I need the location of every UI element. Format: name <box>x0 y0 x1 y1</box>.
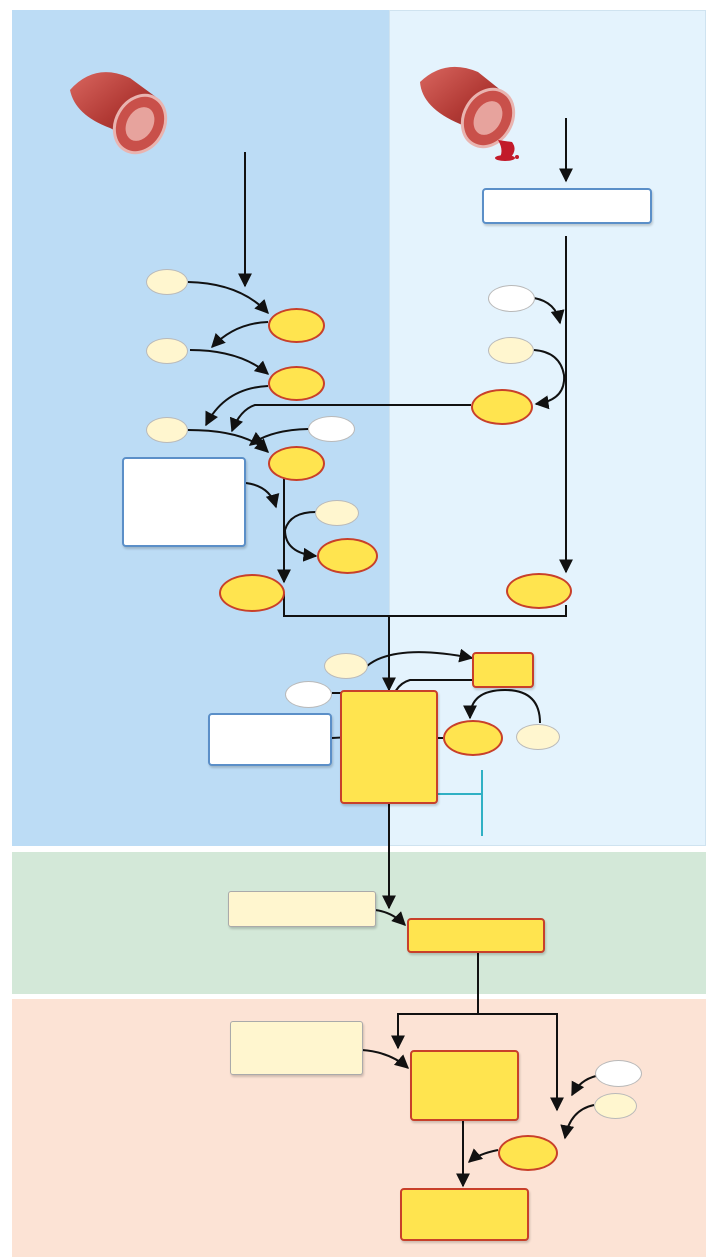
fibrinogen-box <box>230 1021 363 1075</box>
thrombin-box <box>407 918 545 953</box>
extrinsic-final-factor <box>506 573 572 609</box>
intrinsic-cofactor-2 <box>146 338 188 364</box>
intrinsic-final-factor <box>219 574 285 612</box>
intrinsic-factor-3 <box>268 446 325 481</box>
intrinsic-white-cofactor <box>308 416 355 442</box>
prothrombinase-white-cofactor <box>285 681 332 708</box>
extrinsic-trigger-box <box>482 188 652 224</box>
intrinsic-cofactor-4 <box>315 500 359 526</box>
intrinsic-factor-4 <box>317 538 378 574</box>
intrinsic-note-box <box>122 457 246 547</box>
light-cofactor-to-main <box>533 349 566 410</box>
extrinsic-factor-complex <box>471 389 533 425</box>
crosslinking-factor <box>498 1135 558 1171</box>
white-cofactor-to-main <box>533 297 565 325</box>
prothrombinase-cofactor <box>324 653 368 679</box>
fibrin-box <box>410 1050 519 1121</box>
fibrin-white-cofactor <box>595 1060 642 1087</box>
prothrombinase-complex <box>340 690 438 804</box>
activated-cofactor-box <box>472 652 534 688</box>
intact-vessel-image <box>70 72 168 155</box>
feedback-cofactor <box>516 724 560 750</box>
prothrombinase-note-box <box>208 713 332 766</box>
intrinsic-cofactor-1 <box>146 269 188 295</box>
damaged-vessel-image <box>420 66 519 161</box>
intrinsic-factor-1 <box>268 308 325 343</box>
extrinsic-pathway-panel <box>389 10 706 846</box>
fibrin-cofactor <box>594 1093 637 1119</box>
feedback-factor <box>443 720 503 756</box>
crosslinked-fibrin-box <box>400 1188 529 1241</box>
extrinsic-white-cofactor <box>488 285 535 312</box>
convergence-line <box>283 594 567 617</box>
intrinsic-cofactor-3 <box>146 417 188 443</box>
intrinsic-factor-2 <box>268 366 325 401</box>
extrinsic-cofactor <box>488 337 534 364</box>
inhibition-line <box>431 770 483 836</box>
prothrombin-box <box>228 891 376 927</box>
